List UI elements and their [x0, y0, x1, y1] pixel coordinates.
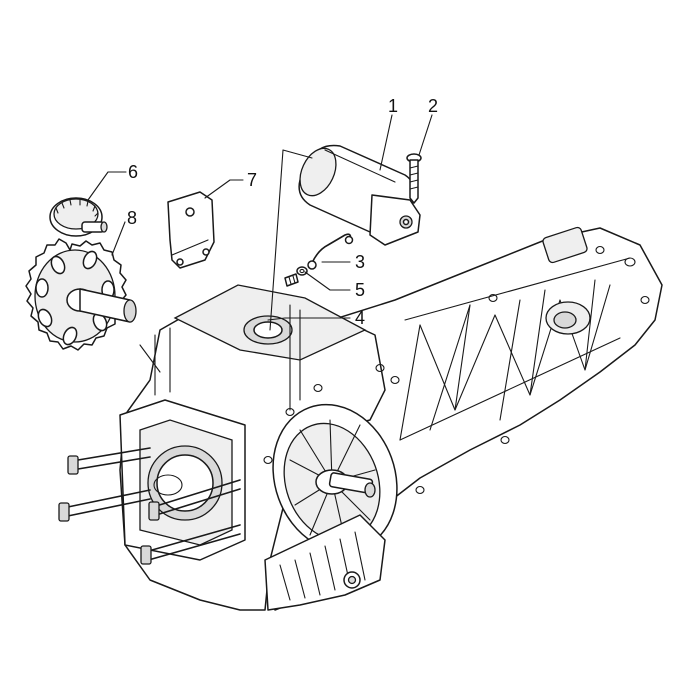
callout-7: 7: [247, 170, 257, 190]
callout-labels: 1 2 3 4 5 6 7 8: [127, 96, 438, 328]
callout-4: 4: [355, 308, 365, 328]
crankcase: [58, 226, 663, 611]
lower-cover: [264, 514, 386, 611]
pulley-cover: [272, 403, 398, 553]
leader-7: [204, 179, 244, 199]
wire-clip: [307, 233, 354, 270]
small-screw: [284, 273, 299, 287]
leader-5: [304, 271, 351, 291]
leader-2: [418, 114, 433, 156]
starter-motor: [298, 144, 421, 246]
washer: [296, 266, 308, 276]
mounting-bracket: [167, 191, 215, 269]
assembly-guide-line: [269, 149, 284, 331]
callout-5: 5: [355, 280, 365, 300]
callout-1: 1: [388, 96, 398, 116]
leader-4: [267, 317, 351, 321]
callout-2: 2: [428, 96, 438, 116]
leader-1: [379, 114, 393, 171]
mounting-screw: [406, 153, 422, 204]
leader-8: [111, 221, 126, 256]
sprocket: [25, 238, 137, 351]
sprocket-guide-line: [139, 344, 161, 373]
cylinder-studs: [58, 447, 241, 565]
callout-8: 8: [127, 208, 137, 228]
callout-6: 6: [128, 162, 138, 182]
leader-6: [87, 171, 127, 201]
callout-3: 3: [355, 252, 365, 272]
leader-lines: [87, 114, 433, 373]
arm-truss: [399, 257, 631, 441]
starter-gear: [49, 197, 108, 237]
